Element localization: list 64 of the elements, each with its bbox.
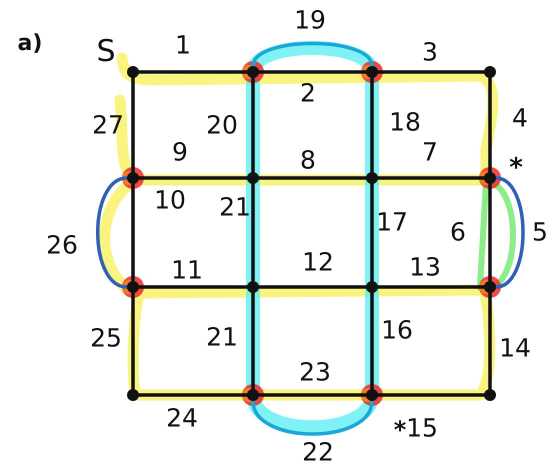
edge-label: 25 xyxy=(89,326,123,350)
text-label: S xyxy=(96,37,116,67)
curved-edge xyxy=(251,399,374,436)
graph-vertex xyxy=(484,66,496,78)
edge-label: 2 xyxy=(299,80,317,106)
graph-edge xyxy=(251,291,255,391)
graph-edge xyxy=(376,393,486,397)
edge-label: 15 xyxy=(406,416,439,440)
edge-label: 21 xyxy=(218,194,252,220)
graph-edge xyxy=(488,291,492,391)
edge-label: 16 xyxy=(380,318,414,342)
graph-edge xyxy=(370,291,374,391)
graph-edge xyxy=(131,182,135,283)
edge-label: 18 xyxy=(388,110,422,134)
edge-label: 10 xyxy=(153,188,187,212)
edge-label: 7 xyxy=(421,140,439,164)
edge-label: 8 xyxy=(299,148,317,172)
edge-label: 26 xyxy=(45,232,79,258)
curved-edge xyxy=(96,176,129,289)
edge-label: 4 xyxy=(511,106,529,130)
graph-edge xyxy=(376,285,486,289)
edge-label: 19 xyxy=(293,8,327,32)
edge-label: 9 xyxy=(171,140,189,164)
graph-edge xyxy=(257,176,368,180)
graph-edge xyxy=(370,76,374,174)
graph-edge xyxy=(131,291,135,391)
panel-label: a) xyxy=(18,33,42,55)
graph-vertex xyxy=(127,389,139,401)
edge-label: 21 xyxy=(205,324,239,350)
graph-edge xyxy=(131,76,135,174)
graph-edge xyxy=(257,285,368,289)
graph-edge xyxy=(370,182,374,283)
edge-label: 11 xyxy=(170,258,204,282)
graph-edge xyxy=(376,70,486,74)
edge-label: 5 xyxy=(531,220,549,244)
graph-vertex xyxy=(127,66,139,78)
graph-edge xyxy=(251,182,255,283)
graph-vertex xyxy=(484,389,496,401)
text-label: * xyxy=(394,418,406,442)
graph-edge xyxy=(137,393,249,397)
graph-edge xyxy=(257,393,368,397)
graph-edge xyxy=(488,76,492,174)
graph-edge xyxy=(137,176,249,180)
edge-label: 13 xyxy=(408,254,442,280)
edge-label: 14 xyxy=(498,336,532,360)
edge-label: 17 xyxy=(375,210,409,234)
edge-label: 20 xyxy=(205,112,239,138)
text-label: * xyxy=(509,155,523,181)
edge-label: 22 xyxy=(301,440,335,464)
edge-label: 6 xyxy=(449,220,467,244)
graph-edge xyxy=(137,285,249,289)
edge-label: 27 xyxy=(91,112,125,138)
curved-edge xyxy=(251,42,374,68)
edge-label: 3 xyxy=(421,40,439,64)
graph-edge xyxy=(251,76,255,174)
graph-edge xyxy=(376,176,486,180)
graph-edge xyxy=(137,70,249,74)
curved-edge xyxy=(494,176,525,289)
edge-label: 1 xyxy=(174,32,192,58)
edge-label: 23 xyxy=(298,360,332,384)
graph-edge xyxy=(257,70,368,74)
edge-label: 24 xyxy=(165,406,199,430)
graph-edge xyxy=(488,182,492,283)
edge-label: 12 xyxy=(301,250,335,274)
